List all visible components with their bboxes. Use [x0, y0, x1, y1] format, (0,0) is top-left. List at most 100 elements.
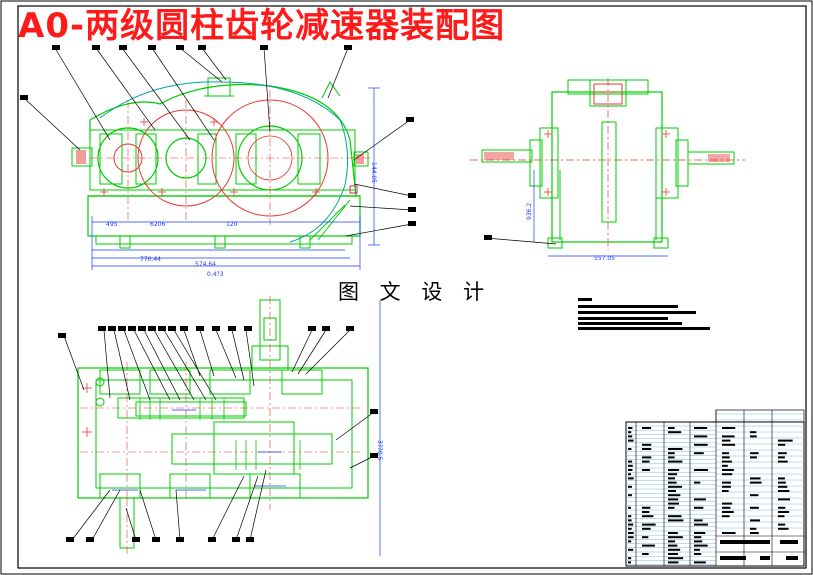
front-view: 495 6206 120 770.44 574.64 0.4?3 144.05: [20, 45, 416, 278]
parts-cell-mark: [668, 469, 680, 471]
title-block-mark: [786, 556, 798, 560]
parts-cell-mark: [722, 435, 735, 438]
side-dim-height: 936.2: [526, 203, 533, 220]
parts-cell-mark: [668, 498, 679, 501]
parts-cell-mark: [668, 532, 678, 534]
drawing-title: A0-两级圆柱齿轮减速器装配图: [18, 6, 506, 46]
title-block-mark: [750, 540, 770, 544]
parts-cell-mark: [694, 506, 704, 509]
dim-height: 144.05: [370, 162, 377, 183]
parts-cell-mark: [694, 443, 708, 446]
parts-cell-mark: [694, 519, 703, 522]
dim-495: 495: [106, 221, 118, 228]
parts-cell-mark: [694, 498, 706, 501]
parts-cell-mark: [778, 490, 790, 492]
parts-cell-mark: [642, 427, 652, 429]
parts-cell-mark: [628, 532, 634, 534]
parts-cell-mark: [722, 481, 732, 484]
parts-cell-mark: [778, 460, 788, 463]
parts-cell-mark: [668, 456, 675, 459]
inner-border: [17, 5, 807, 569]
parts-cell-mark: [628, 469, 633, 471]
parts-cell-mark: [750, 527, 757, 530]
parts-cell-mark: [668, 519, 684, 522]
parts-cell-mark: [668, 502, 679, 505]
parts-cell-mark: [628, 561, 631, 564]
parts-cell-mark: [722, 511, 734, 513]
parts-cell-mark: [694, 553, 702, 555]
parts-cell-mark: [628, 464, 633, 467]
parts-cell-mark: [668, 536, 683, 539]
side-view: 936.2 557.05: [470, 78, 745, 262]
parts-cell-mark: [694, 561, 706, 564]
parts-cell-mark: [642, 511, 650, 513]
parts-cell-mark: [778, 511, 790, 513]
parts-cell-mark: [642, 527, 651, 530]
parts-cell-mark: [628, 540, 632, 543]
parts-cell-mark: [628, 506, 632, 509]
parts-cell-mark: [778, 452, 787, 455]
parts-cell-mark: [778, 439, 793, 442]
parts-cell-mark: [628, 477, 634, 480]
parts-cell-mark: [668, 431, 682, 434]
parts-cell-mark: [750, 452, 759, 455]
parts-cell-mark: [694, 540, 703, 543]
parts-cell-mark: [694, 435, 708, 438]
parts-cell-mark: [668, 506, 675, 509]
parts-cell-mark: [668, 515, 682, 518]
base-foot: [95, 235, 353, 245]
parts-cell-mark: [628, 494, 632, 497]
title-block-mark: [720, 556, 746, 560]
parts-cell-mark: [668, 452, 675, 455]
parts-cell-mark: [750, 519, 761, 522]
parts-cell-mark: [642, 544, 655, 547]
parts-cell-mark: [642, 460, 650, 463]
parts-cell-mark: [722, 443, 736, 446]
technical-notes: [578, 298, 710, 330]
parts-cell-mark: [722, 506, 731, 509]
housing-base: [87, 195, 361, 237]
parts-cell-mark: [668, 477, 676, 480]
parts-cell-mark: [694, 548, 700, 551]
parts-cell-mark: [722, 532, 736, 534]
parts-cell-mark: [722, 485, 731, 488]
parts-cell-mark: [642, 443, 652, 446]
parts-cell-mark: [750, 431, 757, 434]
parts-cell-mark: [778, 506, 786, 509]
parts-cell-mark: [778, 477, 785, 480]
parts-cell-mark: [668, 540, 676, 543]
parts-cell-mark: [722, 515, 730, 518]
dim-6206: 6206: [150, 221, 165, 228]
parts-cell-mark: [668, 553, 679, 555]
parts-cell-mark: [750, 477, 761, 480]
output-gear: [211, 99, 329, 217]
parts-cell-mark: [642, 536, 649, 539]
title-block-mark: [780, 540, 798, 544]
parts-cell-mark: [668, 448, 683, 450]
parts-cell-mark: [722, 464, 728, 467]
parts-cell-mark: [778, 498, 791, 501]
parts-cell-mark: [642, 515, 654, 518]
parts-cell-mark: [642, 456, 652, 459]
top-dim-height: 3?70.5: [376, 440, 383, 461]
parts-cell-mark: [750, 494, 759, 497]
parts-cell-mark: [778, 523, 786, 526]
parts-cell-mark: [722, 502, 733, 505]
parts-cell-mark: [668, 561, 679, 564]
dim-770: 770.44: [140, 256, 161, 263]
parts-cell-mark: [750, 532, 759, 534]
parts-cell-mark: [642, 553, 649, 555]
parts-cell-mark: [628, 557, 632, 560]
parts-cell-mark: [628, 527, 632, 530]
dim-574: 574.64: [195, 261, 216, 268]
parts-cell-mark: [628, 431, 632, 434]
parts-cell-mark: [628, 439, 634, 442]
parts-cell-mark: [642, 506, 651, 509]
housing-curve: [99, 81, 349, 243]
parts-cell-mark: [668, 485, 682, 488]
parts-cell-mark: [642, 469, 650, 471]
parts-cell-mark: [722, 469, 734, 471]
parts-cell-mark: [668, 460, 683, 463]
parts-cell-mark: [628, 515, 632, 518]
parts-cell-mark: [722, 456, 730, 459]
